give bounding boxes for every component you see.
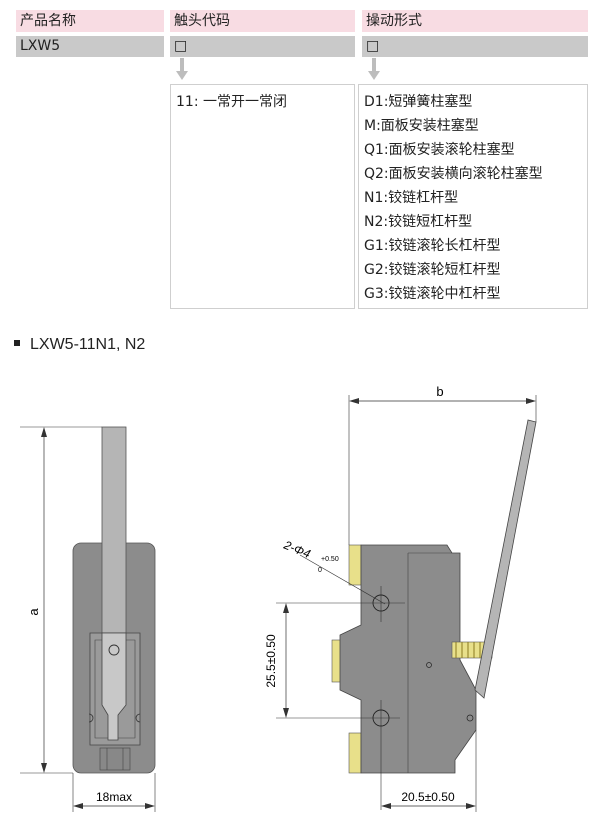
front-lever xyxy=(101,426,127,634)
label-tol-upper: +0.50 xyxy=(321,556,339,563)
actuator-option: G1:铰链滚轮长杠杆型 xyxy=(364,238,501,254)
label-tol-lower: 0 xyxy=(318,567,322,574)
side-view: 2-Φ4 +0.50 0 25.5±0.50 b 20.5±0.50 xyxy=(264,384,537,812)
terminal-bottom xyxy=(348,732,362,774)
actuator-option: M:面板安装柱塞型 xyxy=(364,118,479,134)
header-actuator-type: 操动形式 xyxy=(362,10,588,32)
front-view: a 18max xyxy=(20,426,156,812)
header-contact-code: 触头代码 xyxy=(170,10,355,32)
section-title: LXW5-11N1, N2 xyxy=(14,336,145,354)
actuator-placeholder: □ xyxy=(366,38,380,54)
contact-option: 11: 一常开一常闭 xyxy=(176,94,287,110)
label-width: 18max xyxy=(96,790,132,804)
header-product-name: 产品名称 xyxy=(16,10,164,32)
actuator-option: N1:铰链杠杆型 xyxy=(364,190,459,206)
actuator-arrow-icon xyxy=(368,58,380,80)
contact-options-box xyxy=(170,84,355,309)
front-pivot xyxy=(108,644,120,656)
actuator-option: Q1:面板安装滚轮柱塞型 xyxy=(364,142,515,158)
front-lever-end xyxy=(101,632,127,741)
product-code: LXW5 xyxy=(16,36,164,57)
actuator-options-box xyxy=(358,84,588,309)
actuator-option: D1:短弹簧柱塞型 xyxy=(364,94,473,110)
actuator-code-slot: □ xyxy=(362,36,588,57)
actuator-option: G3:铰链滚轮中杠杆型 xyxy=(364,286,501,302)
contact-arrow-icon xyxy=(176,58,188,80)
label-hole: 2-Φ4 xyxy=(281,537,313,561)
terminal-top xyxy=(348,544,362,586)
contact-code-slot: □ xyxy=(170,36,355,57)
actuator-option: G2:铰链滚轮短杠杆型 xyxy=(364,262,501,278)
contact-options-list: 11: 一常开一常闭 xyxy=(176,90,351,114)
section-title-text: LXW5-11N1, N2 xyxy=(30,336,146,353)
bullet-icon xyxy=(14,339,20,346)
contact-placeholder: □ xyxy=(174,38,188,54)
label-b: b xyxy=(436,384,443,399)
side-lever xyxy=(474,419,537,699)
label-vertical: 25.5±0.50 xyxy=(264,634,278,688)
actuator-option: Q2:面板安装横向滚轮柱塞型 xyxy=(364,166,543,182)
label-horizontal: 20.5±0.50 xyxy=(401,790,455,804)
actuator-options-list: D1:短弹簧柱塞型 M:面板安装柱塞型 Q1:面板安装滚轮柱塞型 Q2:面板安装… xyxy=(364,90,584,306)
label-a: a xyxy=(26,608,41,616)
actuator-option: N2:铰链短杠杆型 xyxy=(364,214,473,230)
